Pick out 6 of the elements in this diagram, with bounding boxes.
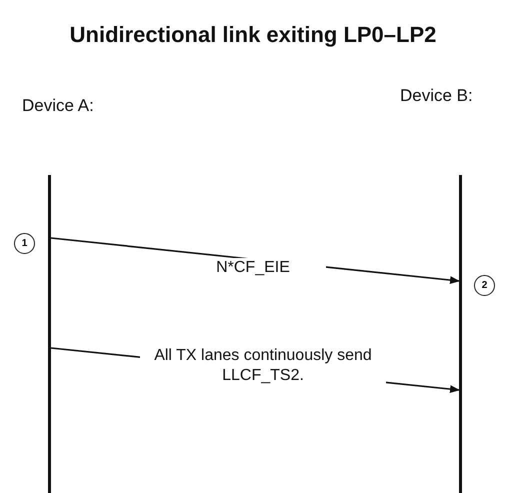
lifeline-heading: Device A: [22, 96, 94, 116]
lifeline-heading: Device B: [400, 86, 473, 106]
title: Unidirectional link exiting LP0–LP2 [68, 22, 438, 48]
callout-number: 1 [14, 233, 35, 254]
edge-label: All TX lanes continuously send LLCF_TS2. [140, 346, 386, 386]
callout-number: 2 [474, 275, 495, 296]
